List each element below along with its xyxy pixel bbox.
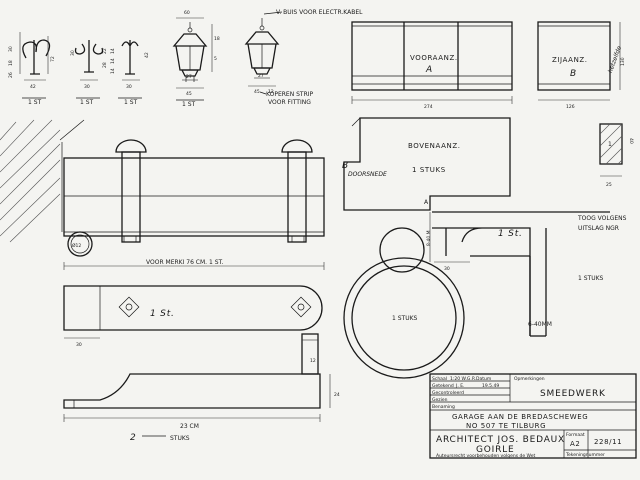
d3-h3: 14 <box>110 68 116 74</box>
lantern-2: V. BUIS VOOR ELECTR.KABEL 27 45 12 KOPER… <box>244 9 363 106</box>
bottom-strip: 6-40MM <box>528 321 552 328</box>
d3-h2: 14 <box>110 58 116 64</box>
project-line1: GARAGE AAN DE BREDASCHEWEG <box>452 413 588 421</box>
lamp2-w2: 12 <box>268 89 274 95</box>
ring-30: 30 <box>444 266 450 272</box>
footer-note: Auteursrecht voorbehouden volgens de Wet <box>436 453 535 459</box>
d3-h1: 14 <box>110 48 116 54</box>
section-box-label: 1 <box>608 141 612 148</box>
d3-h4: 42 <box>144 52 150 58</box>
section-detail-box: 1 40 25 <box>599 123 634 188</box>
d3-qty: 1 ST <box>124 99 138 106</box>
d1-width: 42 <box>30 84 36 90</box>
front-view: VOORAANZ. A 274 <box>351 21 513 110</box>
title-block: Schaal 1:20 W.G.R. Getekend J. E. Datum … <box>429 373 637 459</box>
ornament-detail-2: 30 22 28 30 1 ST <box>70 40 108 106</box>
d2-h1: 30 <box>70 50 76 56</box>
doorsnede-marker: B <box>342 161 349 171</box>
pivot-diameter: Ø12 <box>72 242 81 249</box>
d1-qty: 1 ST <box>28 99 42 106</box>
bracket-count: STUKS <box>170 435 190 442</box>
ornament-detail-1: 30 18 26 72 42 1 ST <box>8 32 56 106</box>
lantern-1: 60 18 5 27 45 1 ST <box>172 10 220 108</box>
opmerkingen-label: Opmerkingen <box>514 376 545 382</box>
tekeningnr-label: Tekeningnummer <box>565 452 605 458</box>
toog-line1: TOOG VOLGENS <box>577 215 627 222</box>
side-view-label: ZIJAANZ. <box>552 56 588 64</box>
d2-qty: 1 ST <box>80 99 94 106</box>
bracket: 12 24 23 CM 2 STUKS <box>63 333 340 443</box>
gecontroleerd-label: Gecontroleerd <box>432 390 464 396</box>
gezien-label: Gezien <box>432 397 448 403</box>
lamp1-h2: 5 <box>214 56 217 62</box>
flat-strap: 1 St. 30 <box>63 285 323 348</box>
ring-dim-top: 8-40 M <box>426 230 432 246</box>
drawing-number: 228/11 <box>594 438 622 446</box>
bracket-side: 24 <box>334 392 340 398</box>
section-box-height: 40 <box>628 138 634 144</box>
formaat-value: A2 <box>570 440 580 448</box>
getekend-value: J. E. <box>455 383 464 389</box>
section-marker: A <box>424 199 429 206</box>
lamp1-top-dim: 60 <box>184 10 190 16</box>
doorsnede-label: DOORSNEDE <box>348 171 387 178</box>
lamp1-width: 45 <box>186 91 192 97</box>
d2-h3: 28 <box>102 62 108 68</box>
lamp1-qty: 1 ST <box>182 101 196 108</box>
copper-strip-line1: KOPEREN STRIP <box>266 91 314 98</box>
strap-hand-mark: 1 St. <box>150 309 175 319</box>
side-view: ZIJAANZ. B hetzelfde 130 126 <box>537 21 626 110</box>
front-view-marker: A <box>425 65 433 75</box>
d2-width: 30 <box>84 84 90 90</box>
d1-h3: 26 <box>8 72 14 78</box>
architect-line2: GOIRLE <box>476 445 514 455</box>
d1-h2: 18 <box>8 60 14 66</box>
toog-line2: UITSLAG NGR <box>578 225 619 232</box>
top-view-label: BOVENAANZ. <box>408 142 461 150</box>
d2-h2: 22 <box>102 48 108 54</box>
section-box-width: 25 <box>606 182 612 188</box>
benaming-label: Benaming <box>432 404 455 410</box>
bent-strap: 1 St. TOOG VOLGENS UITSLAG NGR 1 STUKS 6… <box>432 211 627 337</box>
bracket-count-hand: 2 <box>130 433 137 443</box>
schaal-value: 1:20 W.G.R. <box>450 376 476 382</box>
d1-h4: 72 <box>50 56 56 62</box>
ring-count: 1 STUKS <box>392 315 418 322</box>
lamp1-h: 18 <box>214 36 220 42</box>
top-view: BOVENAANZ. 1 STUKS DOORSNEDE B A <box>342 117 511 211</box>
bar-length-label: VOOR MERKI 76 CM. 1 ST. <box>146 259 223 266</box>
side-width-dim: 126 <box>566 104 575 110</box>
datum-label: Datum <box>476 376 491 382</box>
formaat-label: Formaat <box>566 432 585 438</box>
d1-h1: 30 <box>8 46 14 52</box>
getekend-label: Getekend <box>432 383 454 389</box>
bent-hand-mark: 1 St. <box>498 229 523 239</box>
ornament-detail-3: 14 14 14 42 30 1 ST <box>110 40 150 106</box>
lamp2-sub: 27 <box>258 73 264 79</box>
architect-line1: ARCHITECT JOS. BEDAUX <box>436 435 565 445</box>
lamp2-w1: 45 <box>254 89 260 95</box>
side-height-dim: 130 <box>620 57 626 66</box>
d3-width: 30 <box>126 84 132 90</box>
side-view-marker: B <box>570 69 577 79</box>
front-width-dim: 274 <box>424 104 433 110</box>
datum-value: 19.5.49 <box>482 383 499 389</box>
bracket-height: 12 <box>310 358 316 364</box>
lamp-note: V. BUIS VOOR ELECTR.KABEL <box>276 9 363 16</box>
strap-end-dim: 30 <box>76 342 82 348</box>
schaal-label: Schaal <box>432 376 447 382</box>
subject-title: SMEEDWERK <box>540 389 606 399</box>
top-view-count: 1 STUKS <box>412 166 446 174</box>
copper-strip-line2: VOOR FITTING <box>268 99 311 106</box>
bracket-length: 23 CM <box>180 423 199 430</box>
right-count: 1 STUKS <box>578 275 604 282</box>
project-line2: NO 507 TE TILBURG <box>466 422 546 430</box>
main-bar-elevation: Ø12 VOOR MERKI 76 CM. 1 ST. <box>0 119 325 270</box>
lamp1-sub: 27 <box>186 74 192 80</box>
front-view-label: VOORAANZ. <box>410 54 458 62</box>
ring-handle: 1 STUKS 8-40 M 30 <box>343 212 470 379</box>
